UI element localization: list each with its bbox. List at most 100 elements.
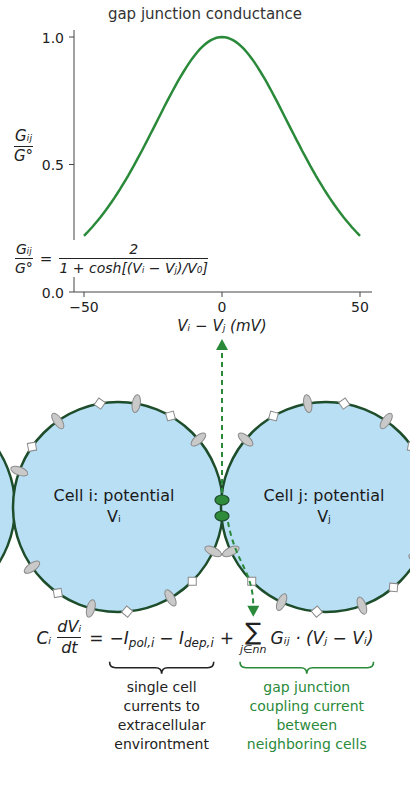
sum-symbol: ∑	[245, 620, 261, 644]
fraction-bar	[15, 258, 33, 259]
ion-channel	[302, 394, 313, 413]
ion-channel	[22, 559, 41, 576]
equation-term: Gᵢⱼ · (Vⱼ − Vᵢ)	[271, 628, 374, 648]
x-tick-holder: 50	[351, 297, 369, 316]
ion-pump	[94, 398, 105, 409]
coupling-terms: ∑j∈nnGᵢⱼ · (Vⱼ − Vᵢ)	[240, 620, 374, 656]
underbrace	[110, 662, 214, 674]
fraction-bar	[14, 146, 33, 147]
arrow-head	[247, 606, 259, 617]
derivative-fraction: dVᵢ dt	[55, 618, 83, 658]
fraction-denominator: 1 + cosh[(Vᵢ − Vⱼ)/V₀]	[59, 260, 207, 276]
fraction-numerator: 2	[129, 241, 138, 257]
ion-channel	[163, 588, 179, 608]
ion-pump	[407, 442, 410, 451]
dashed-leader	[221, 349, 223, 493]
plot-title: gap junction conductance	[0, 5, 410, 23]
plus-sign: +	[220, 628, 234, 648]
subscript: pol,i	[129, 636, 154, 650]
subscript: dep,i	[184, 636, 214, 650]
dashed-leader	[228, 522, 253, 607]
brace-caption-holder: single cell currents to extracellular en…	[103, 678, 221, 754]
equation-term: − I	[159, 628, 184, 648]
formula-holder: GᵢⱼG° = 2 1 + cosh[(Vᵢ − Vⱼ)/V₀]	[10, 240, 213, 277]
gap-junction	[215, 511, 229, 521]
tick-label: −50	[69, 299, 99, 315]
tick-label: 50	[351, 299, 369, 315]
ion-channel	[378, 411, 395, 430]
fraction-bar	[59, 258, 207, 259]
ion-channel	[274, 592, 289, 612]
y-tick-holder: 1.0	[0, 28, 64, 47]
sum-index: j∈nn	[240, 644, 267, 656]
ion-pump	[311, 606, 322, 617]
x-tick-holder: 0	[218, 297, 227, 316]
cell-membrane	[13, 402, 223, 612]
cell-label: Cell i: potential Vᵢ	[52, 486, 176, 528]
cell-label: Cell j: potential Vⱼ	[262, 486, 386, 528]
x-tick	[84, 292, 85, 297]
tick-label: 0	[218, 299, 227, 315]
tick-label: 0.0	[42, 285, 64, 301]
ion-pump	[339, 398, 350, 409]
ion-pump	[166, 411, 176, 421]
fraction-bar	[57, 637, 81, 638]
ion-pump	[27, 442, 36, 451]
cell-body: Cell j: potential Vⱼ	[262, 486, 386, 528]
x-tick	[222, 292, 223, 297]
brace-caption-holder: gap junction coupling current between ne…	[237, 678, 377, 754]
conductance-curve	[84, 37, 360, 236]
brace-caption: gap junction coupling current between ne…	[237, 678, 377, 754]
equation-holder: CᵢdVᵢdt=−Ipol,i− Idep,i+∑j∈nnGᵢⱼ · (Vⱼ −…	[36, 618, 373, 658]
ion-channel	[85, 599, 97, 618]
ion-channel	[221, 544, 241, 559]
equation-term: −I	[110, 628, 129, 648]
ion-channel	[189, 431, 208, 449]
x-axis-label-holder: Vᵢ − Vⱼ (mV)	[177, 316, 266, 335]
ion-channel	[236, 431, 255, 449]
single-cell-terms: −Ipol,i − Idep,i	[110, 628, 214, 648]
x-axis	[74, 292, 372, 293]
y-tick	[69, 164, 74, 165]
sum-block: ∑j∈nn	[240, 620, 267, 656]
tick-label: 1.0	[42, 30, 64, 46]
title-holder: gap junction conductance	[0, 5, 410, 23]
y-tick	[69, 292, 74, 293]
ion-channel	[49, 411, 66, 430]
tick-label: 0.5	[42, 157, 64, 173]
ion-pump	[269, 411, 279, 421]
cell-membrane	[221, 402, 410, 612]
y-tick-holder: 0.0	[0, 283, 64, 302]
fraction-numerator: Gᵢⱼ	[16, 241, 32, 257]
ion-pump	[122, 606, 133, 617]
ion-pump	[188, 577, 196, 585]
arrow-head	[216, 339, 228, 350]
cell-body: Cell i: potential Vᵢ	[52, 486, 176, 528]
fraction-numerator: dVᵢ	[57, 618, 81, 636]
ion-channel	[203, 544, 223, 559]
x-tick	[360, 292, 361, 297]
equals-sign: =	[40, 250, 53, 268]
gap-junction	[215, 495, 229, 505]
ion-pump	[389, 583, 398, 592]
brace-caption: single cell currents to extracellular en…	[103, 678, 221, 754]
x-tick-holder: −50	[69, 297, 99, 316]
ion-pump	[53, 588, 62, 597]
equals-sign: =	[89, 628, 103, 648]
formula-fraction: 2 1 + cosh[(Vᵢ − Vⱼ)/V₀]	[57, 241, 209, 276]
y-axis-label-holder: GᵢⱼG°	[12, 126, 35, 166]
y-tick	[69, 37, 74, 38]
fraction-denominator: G°	[15, 260, 33, 276]
axis-label-fraction: GᵢⱼG°	[12, 128, 35, 166]
equation-term: Cᵢ	[36, 628, 51, 648]
fraction-numerator: Gᵢⱼ	[15, 128, 32, 145]
fraction-denominator: G°	[14, 148, 33, 165]
ion-channel	[355, 596, 369, 616]
ion-channel	[10, 464, 30, 478]
ion-channel	[131, 394, 142, 413]
underbrace	[240, 662, 374, 674]
fraction-denominator: dt	[61, 639, 77, 657]
formula-fraction: GᵢⱼG°	[13, 241, 35, 276]
ion-channel	[407, 552, 410, 568]
